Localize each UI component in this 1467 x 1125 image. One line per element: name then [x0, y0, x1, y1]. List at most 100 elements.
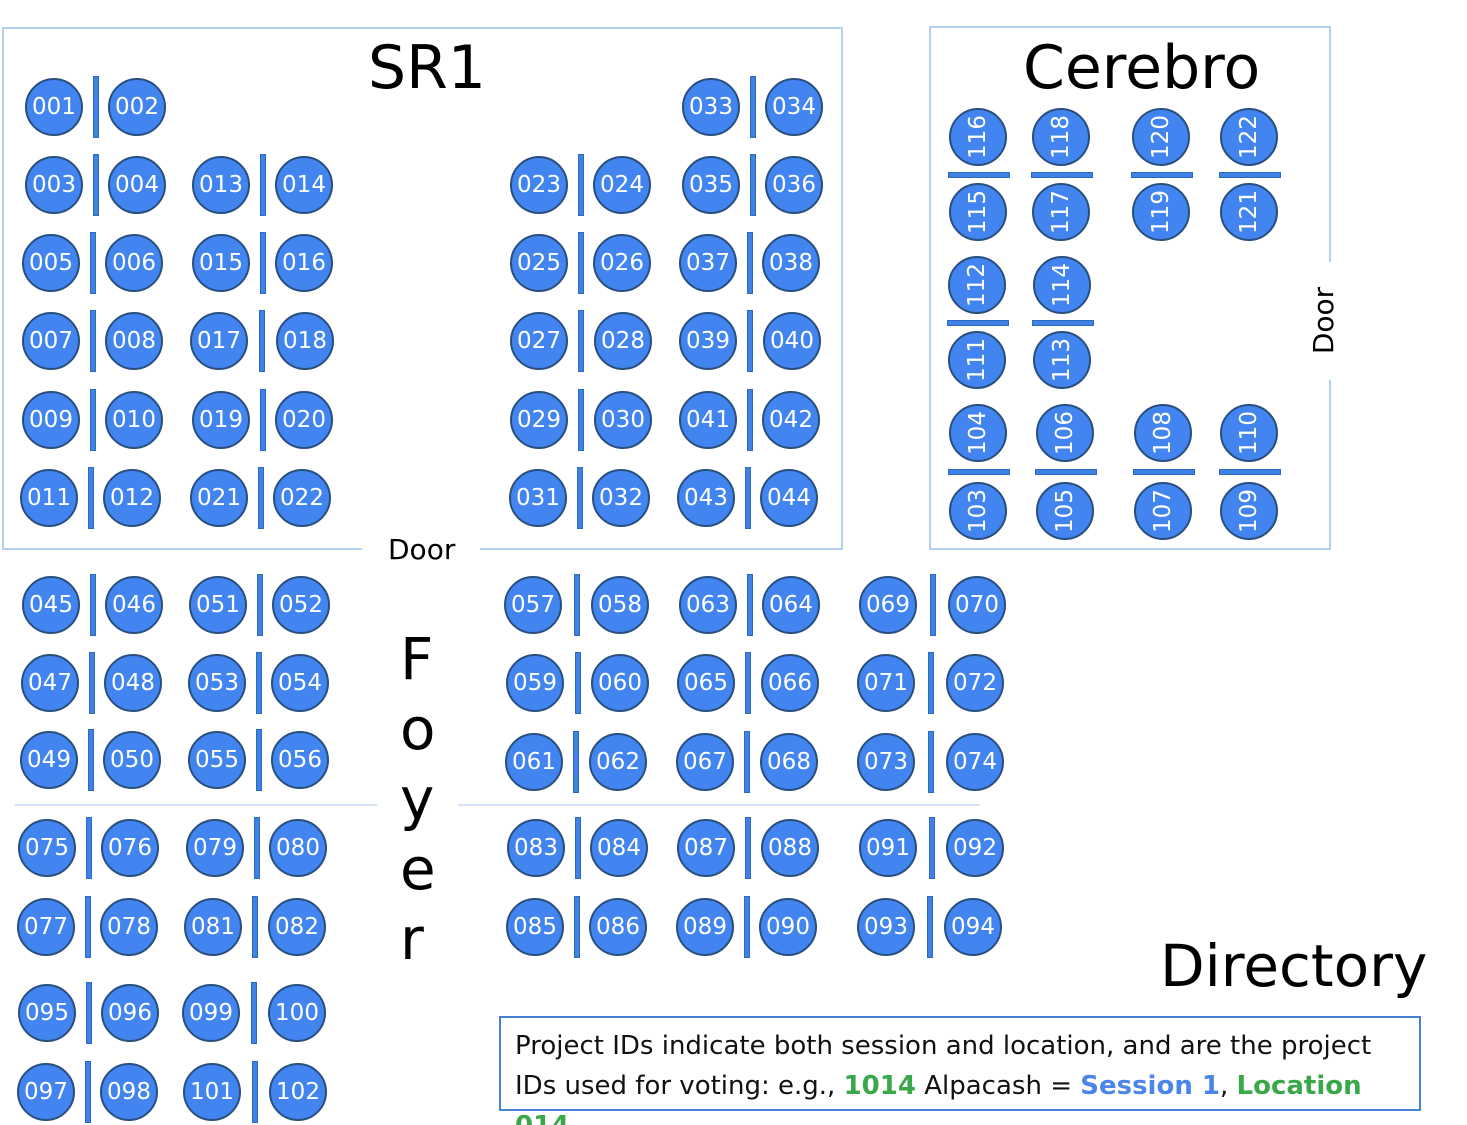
station-119[interactable]: 119 [1132, 183, 1190, 241]
station-088[interactable]: 088 [761, 819, 819, 877]
station-118[interactable]: 118 [1032, 108, 1090, 166]
station-105[interactable]: 105 [1036, 482, 1094, 540]
station-024[interactable]: 024 [593, 156, 651, 214]
station-058[interactable]: 058 [591, 576, 649, 634]
station-075[interactable]: 075 [18, 819, 76, 877]
station-021[interactable]: 021 [190, 469, 248, 527]
station-106[interactable]: 106 [1036, 404, 1094, 462]
station-007[interactable]: 007 [22, 312, 80, 370]
station-061[interactable]: 061 [505, 733, 563, 791]
station-020[interactable]: 020 [275, 391, 333, 449]
station-031[interactable]: 031 [509, 469, 567, 527]
station-028[interactable]: 028 [594, 312, 652, 370]
station-084[interactable]: 084 [590, 819, 648, 877]
station-048[interactable]: 048 [104, 654, 162, 712]
station-040[interactable]: 040 [763, 312, 821, 370]
station-092[interactable]: 092 [946, 819, 1004, 877]
station-037[interactable]: 037 [679, 234, 737, 292]
station-025[interactable]: 025 [510, 234, 568, 292]
station-064[interactable]: 064 [762, 576, 820, 634]
station-099[interactable]: 099 [182, 984, 240, 1042]
station-032[interactable]: 032 [592, 469, 650, 527]
station-086[interactable]: 086 [589, 898, 647, 956]
station-038[interactable]: 038 [762, 234, 820, 292]
station-019[interactable]: 019 [192, 391, 250, 449]
station-109[interactable]: 109 [1220, 482, 1278, 540]
station-042[interactable]: 042 [762, 391, 820, 449]
station-054[interactable]: 054 [271, 654, 329, 712]
station-017[interactable]: 017 [190, 312, 248, 370]
station-070[interactable]: 070 [948, 576, 1006, 634]
station-001[interactable]: 001 [25, 78, 83, 136]
station-083[interactable]: 083 [507, 819, 565, 877]
station-047[interactable]: 047 [21, 654, 79, 712]
station-085[interactable]: 085 [506, 898, 564, 956]
station-050[interactable]: 050 [103, 731, 161, 789]
station-066[interactable]: 066 [761, 654, 819, 712]
station-015[interactable]: 015 [192, 234, 250, 292]
station-051[interactable]: 051 [189, 576, 247, 634]
station-055[interactable]: 055 [188, 731, 246, 789]
station-010[interactable]: 010 [105, 391, 163, 449]
station-036[interactable]: 036 [765, 156, 823, 214]
station-071[interactable]: 071 [857, 654, 915, 712]
station-011[interactable]: 011 [20, 469, 78, 527]
station-046[interactable]: 046 [105, 576, 163, 634]
station-094[interactable]: 094 [944, 898, 1002, 956]
station-115[interactable]: 115 [949, 183, 1007, 241]
station-053[interactable]: 053 [188, 654, 246, 712]
station-044[interactable]: 044 [760, 469, 818, 527]
station-041[interactable]: 041 [679, 391, 737, 449]
station-062[interactable]: 062 [589, 733, 647, 791]
station-014[interactable]: 014 [275, 156, 333, 214]
station-065[interactable]: 065 [677, 654, 735, 712]
station-060[interactable]: 060 [591, 654, 649, 712]
station-052[interactable]: 052 [272, 576, 330, 634]
station-114[interactable]: 114 [1033, 256, 1091, 314]
station-082[interactable]: 082 [268, 898, 326, 956]
station-034[interactable]: 034 [765, 78, 823, 136]
station-009[interactable]: 009 [22, 391, 80, 449]
station-033[interactable]: 033 [682, 78, 740, 136]
station-112[interactable]: 112 [948, 256, 1006, 314]
station-022[interactable]: 022 [273, 469, 331, 527]
station-068[interactable]: 068 [760, 733, 818, 791]
station-049[interactable]: 049 [20, 731, 78, 789]
station-043[interactable]: 043 [677, 469, 735, 527]
station-067[interactable]: 067 [676, 733, 734, 791]
station-045[interactable]: 045 [22, 576, 80, 634]
station-005[interactable]: 005 [22, 234, 80, 292]
station-087[interactable]: 087 [677, 819, 735, 877]
station-076[interactable]: 076 [101, 819, 159, 877]
station-069[interactable]: 069 [859, 576, 917, 634]
station-091[interactable]: 091 [859, 819, 917, 877]
station-101[interactable]: 101 [183, 1063, 241, 1121]
station-080[interactable]: 080 [269, 819, 327, 877]
station-030[interactable]: 030 [594, 391, 652, 449]
station-027[interactable]: 027 [510, 312, 568, 370]
station-108[interactable]: 108 [1134, 404, 1192, 462]
station-090[interactable]: 090 [759, 898, 817, 956]
station-113[interactable]: 113 [1033, 331, 1091, 389]
station-012[interactable]: 012 [103, 469, 161, 527]
station-095[interactable]: 095 [18, 984, 76, 1042]
station-122[interactable]: 122 [1220, 108, 1278, 166]
station-077[interactable]: 077 [17, 898, 75, 956]
station-013[interactable]: 013 [192, 156, 250, 214]
station-006[interactable]: 006 [105, 234, 163, 292]
station-100[interactable]: 100 [268, 984, 326, 1042]
station-016[interactable]: 016 [275, 234, 333, 292]
station-098[interactable]: 098 [100, 1063, 158, 1121]
station-093[interactable]: 093 [857, 898, 915, 956]
station-120[interactable]: 120 [1132, 108, 1190, 166]
station-023[interactable]: 023 [510, 156, 568, 214]
station-002[interactable]: 002 [108, 78, 166, 136]
station-110[interactable]: 110 [1220, 404, 1278, 462]
station-026[interactable]: 026 [593, 234, 651, 292]
station-107[interactable]: 107 [1134, 482, 1192, 540]
station-102[interactable]: 102 [269, 1063, 327, 1121]
station-056[interactable]: 056 [271, 731, 329, 789]
station-072[interactable]: 072 [946, 654, 1004, 712]
station-004[interactable]: 004 [108, 156, 166, 214]
station-089[interactable]: 089 [676, 898, 734, 956]
